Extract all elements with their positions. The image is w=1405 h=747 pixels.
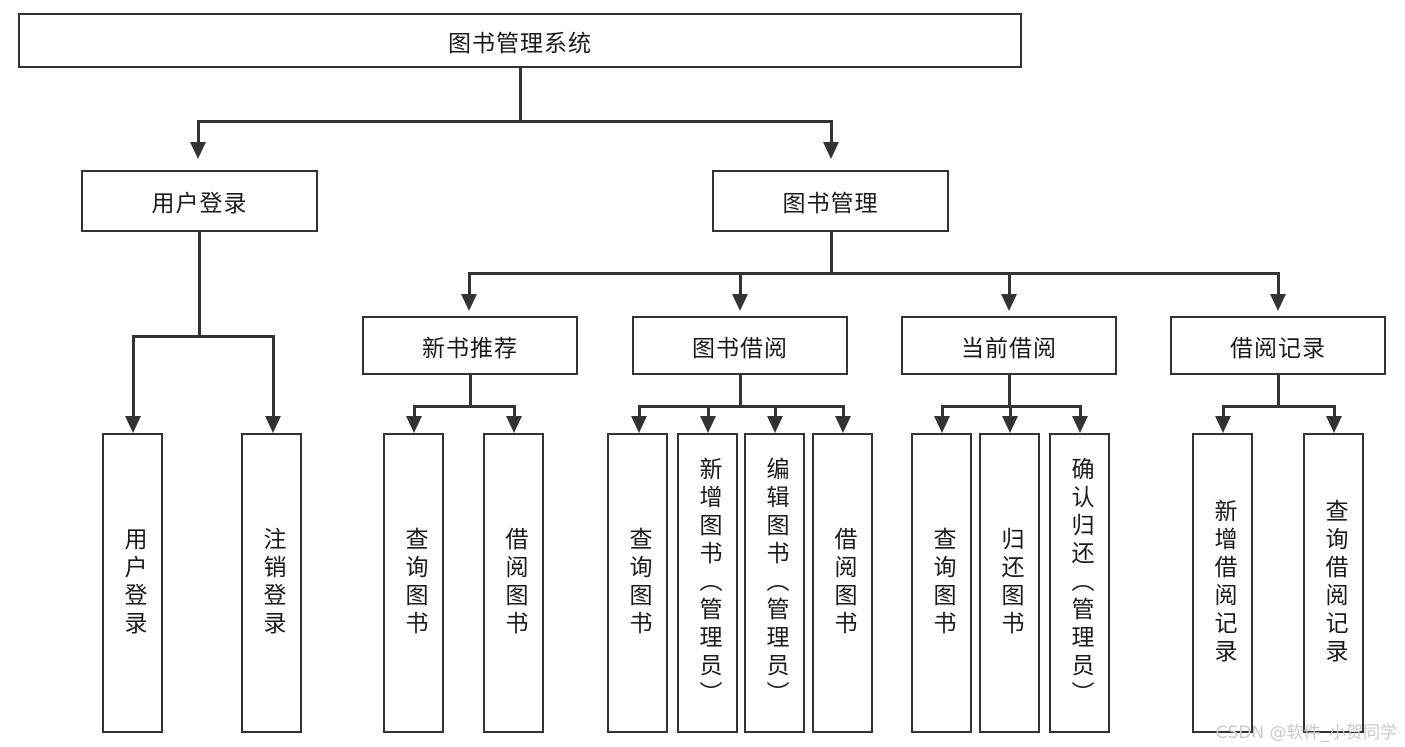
node-borrow-record[interactable]: 借阅记录 (1170, 316, 1386, 375)
connector-borrow-record-bus (1222, 405, 1335, 408)
arrowhead-leaf-add-book (700, 416, 716, 433)
arrowhead-leaf-edit-book (767, 416, 783, 433)
node-current-borrow-label: 当前借阅 (961, 335, 1057, 362)
arrowhead-leaf-add-record (1215, 416, 1231, 433)
node-leaf-query-book-1-label: 查询图书 (401, 527, 427, 639)
connector-bb-to-leaf1 (638, 405, 641, 418)
node-leaf-confirm-return-label: 确认归还（管理员） (1067, 457, 1093, 709)
node-root-label: 图书管理系统 (448, 30, 592, 57)
node-leaf-borrow-book-2-label: 借阅图书 (830, 527, 856, 639)
arrowhead-new-book-recommend (461, 294, 477, 311)
connector-new-book-recommend-stem (469, 375, 472, 405)
node-leaf-confirm-return[interactable]: 确认归还（管理员） (1049, 433, 1110, 733)
arrowhead-leaf-borrow-book-1 (506, 416, 522, 433)
node-user-login-label: 用户登录 (151, 191, 248, 217)
connector-root-to-book-management (830, 120, 833, 142)
arrowhead-leaf-query-book-2 (631, 416, 647, 433)
arrowhead-leaf-return-book (1002, 416, 1018, 433)
node-leaf-query-book-2[interactable]: 查询图书 (607, 433, 668, 733)
arrowhead-leaf-query-record (1326, 416, 1342, 433)
connector-to-book-borrow (739, 272, 742, 294)
arrowhead-leaf-logout (265, 416, 281, 433)
node-root[interactable]: 图书管理系统 (18, 13, 1022, 68)
connector-to-new-book-recommend (468, 272, 471, 294)
node-leaf-query-book-2-label: 查询图书 (625, 527, 651, 639)
node-leaf-logout[interactable]: 注销登录 (241, 433, 302, 733)
connector-current-borrow-stem (1008, 375, 1011, 405)
connector-book-borrow-bus (638, 405, 844, 408)
node-new-book-recommend[interactable]: 新书推荐 (362, 316, 578, 375)
node-leaf-query-record-label: 查询借阅记录 (1321, 499, 1347, 667)
connector-bb-to-leaf2 (707, 405, 710, 418)
connector-root-to-user-login (197, 120, 200, 142)
connector-level3-bus (468, 272, 1279, 275)
node-leaf-query-book-3-label: 查询图书 (929, 527, 955, 639)
node-leaf-add-record[interactable]: 新增借阅记录 (1192, 433, 1253, 733)
connector-cb-to-leaf1 (941, 405, 944, 418)
node-leaf-user-login[interactable]: 用户登录 (102, 433, 163, 733)
connector-nbr-to-leaf1 (413, 405, 416, 418)
arrowhead-leaf-confirm-return (1072, 416, 1088, 433)
connector-br-to-leaf1 (1222, 405, 1225, 418)
node-leaf-query-record[interactable]: 查询借阅记录 (1303, 433, 1364, 733)
node-leaf-return-book-label: 归还图书 (997, 527, 1023, 639)
node-leaf-add-book[interactable]: 新增图书（管理员） (677, 433, 738, 733)
connector-user-login-to-leaf1 (132, 335, 135, 418)
node-leaf-edit-book-label: 编辑图书（管理员） (762, 457, 788, 709)
node-new-book-recommend-label: 新书推荐 (422, 335, 518, 362)
connector-nbr-to-leaf2 (513, 405, 516, 418)
connector-root-stem (519, 68, 522, 120)
connector-br-to-leaf2 (1333, 405, 1336, 418)
node-leaf-return-book[interactable]: 归还图书 (979, 433, 1040, 733)
node-leaf-borrow-book-2[interactable]: 借阅图书 (812, 433, 873, 733)
connector-cb-to-leaf2 (1009, 405, 1012, 418)
arrowhead-user-login (190, 142, 206, 159)
connector-cb-to-leaf3 (1079, 405, 1082, 418)
connector-user-login-stem (198, 232, 201, 335)
arrowhead-leaf-query-book-3 (934, 416, 950, 433)
connector-book-borrow-stem (739, 375, 742, 405)
node-book-management-label: 图书管理 (782, 191, 879, 217)
connector-user-login-bus (132, 335, 274, 338)
connector-new-book-recommend-bus (413, 405, 515, 408)
node-current-borrow[interactable]: 当前借阅 (901, 316, 1117, 375)
arrowhead-current-borrow (1001, 294, 1017, 311)
connector-to-borrow-record (1277, 272, 1280, 294)
connector-bb-to-leaf4 (842, 405, 845, 418)
connector-borrow-record-stem (1277, 375, 1280, 405)
node-leaf-add-book-label: 新增图书（管理员） (695, 457, 721, 709)
node-leaf-edit-book[interactable]: 编辑图书（管理员） (744, 433, 805, 733)
connector-bb-to-leaf3 (774, 405, 777, 418)
arrowhead-leaf-user-login (125, 416, 141, 433)
arrowhead-borrow-record (1270, 294, 1286, 311)
node-leaf-query-book-1[interactable]: 查询图书 (383, 433, 444, 733)
arrowhead-book-management (823, 142, 839, 159)
node-book-management[interactable]: 图书管理 (712, 170, 949, 232)
node-borrow-record-label: 借阅记录 (1230, 335, 1326, 362)
node-book-borrow[interactable]: 图书借阅 (632, 316, 848, 375)
node-leaf-logout-label: 注销登录 (259, 527, 285, 639)
node-leaf-borrow-book-1-label: 借阅图书 (501, 527, 527, 639)
connector-to-current-borrow (1008, 272, 1011, 294)
node-leaf-borrow-book-1[interactable]: 借阅图书 (483, 433, 544, 733)
node-leaf-query-book-3[interactable]: 查询图书 (911, 433, 972, 733)
node-book-borrow-label: 图书借阅 (692, 335, 788, 362)
node-leaf-user-login-label: 用户登录 (120, 527, 146, 639)
arrowhead-leaf-borrow-book-2 (835, 416, 851, 433)
connector-root-bus (197, 120, 832, 123)
node-user-login[interactable]: 用户登录 (81, 170, 318, 232)
connector-user-login-to-leaf2 (272, 335, 275, 418)
arrowhead-book-borrow (732, 294, 748, 311)
connector-book-management-stem (830, 232, 833, 272)
node-leaf-add-record-label: 新增借阅记录 (1210, 499, 1236, 667)
arrowhead-leaf-query-book-1 (406, 416, 422, 433)
watermark-text: CSDN @软件_小贺同学 (1215, 723, 1397, 743)
